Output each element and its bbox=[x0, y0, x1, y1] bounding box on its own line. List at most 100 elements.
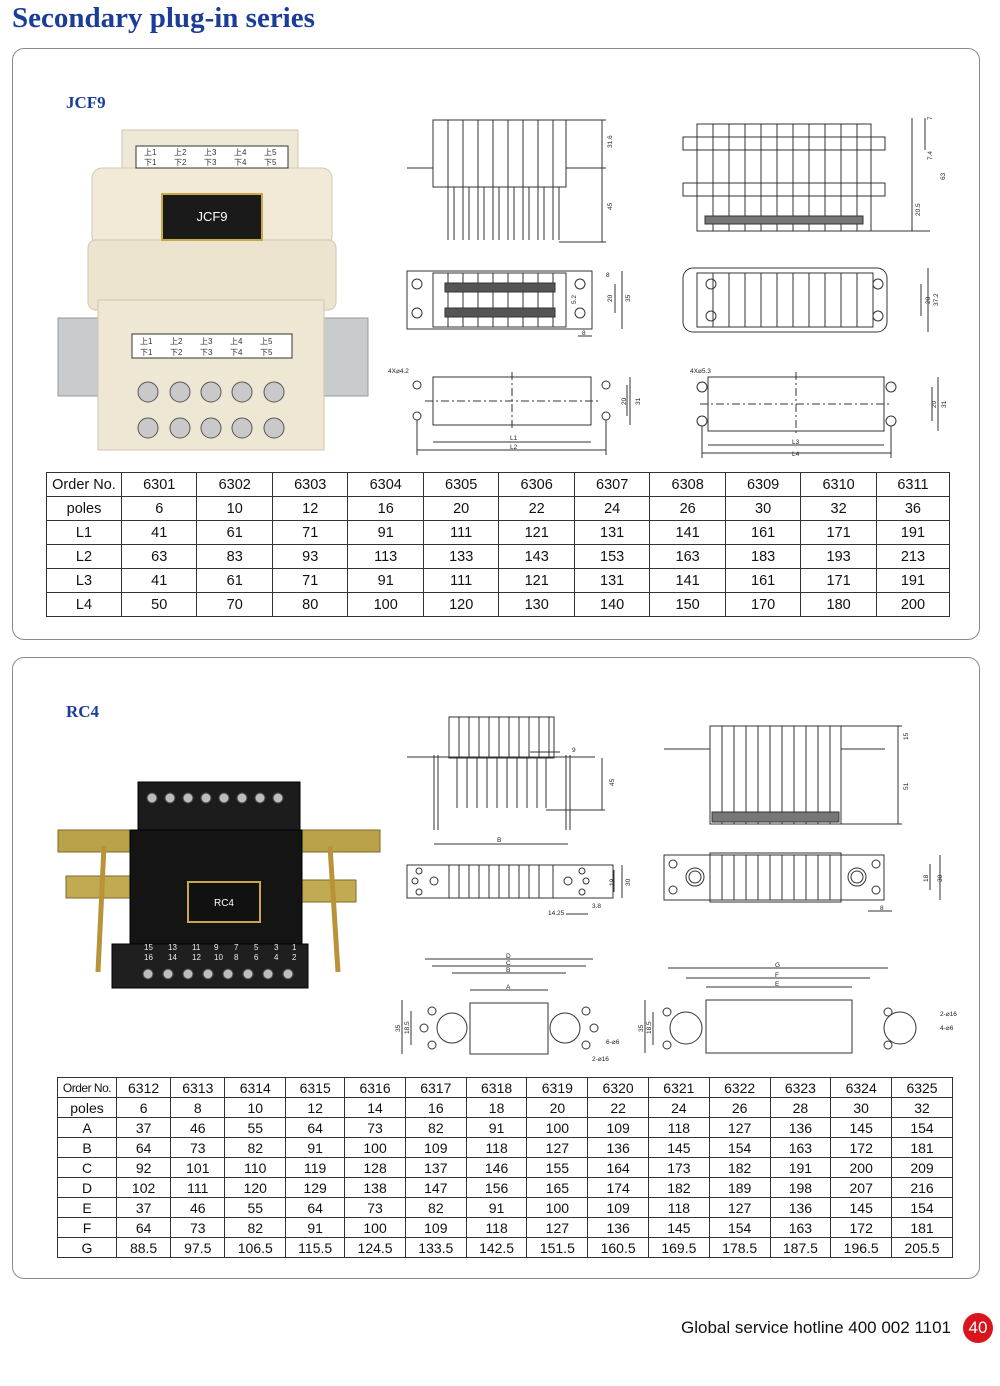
table-cell: 73 bbox=[170, 1217, 226, 1238]
table-cell: 111 bbox=[422, 568, 500, 593]
table-cell: 191 bbox=[769, 1157, 832, 1178]
svg-text:15: 15 bbox=[144, 943, 153, 952]
svg-text:下5: 下5 bbox=[260, 348, 273, 357]
table-cell: 6304 bbox=[347, 472, 424, 497]
table-cell: 6316 bbox=[344, 1077, 406, 1098]
table-cell: 26 bbox=[649, 496, 726, 521]
svg-text:19: 19 bbox=[609, 878, 616, 886]
table-cell: 147 bbox=[404, 1177, 467, 1198]
table-cell: 32 bbox=[800, 496, 877, 521]
table-cell: 127 bbox=[708, 1117, 771, 1138]
table-cell: 129 bbox=[285, 1177, 346, 1198]
table-cell: 145 bbox=[830, 1197, 893, 1218]
svg-text:20: 20 bbox=[621, 397, 628, 405]
table-cell: 118 bbox=[648, 1117, 710, 1138]
table-cell: 128 bbox=[344, 1157, 406, 1178]
svg-text:下5: 下5 bbox=[264, 158, 277, 167]
table-cell: 100 bbox=[344, 1137, 406, 1158]
table-cell: 136 bbox=[587, 1217, 649, 1238]
svg-text:18: 18 bbox=[923, 874, 930, 882]
svg-text:20: 20 bbox=[931, 400, 938, 408]
svg-text:下3: 下3 bbox=[204, 158, 217, 167]
table-cell: 6315 bbox=[285, 1077, 346, 1098]
svg-text:31: 31 bbox=[635, 397, 642, 405]
row-label-cell: L2 bbox=[46, 544, 122, 569]
table-cell: 6319 bbox=[526, 1077, 589, 1098]
svg-text:上1: 上1 bbox=[140, 337, 153, 346]
svg-text:2: 2 bbox=[292, 953, 297, 962]
svg-text:下1: 下1 bbox=[144, 158, 157, 167]
svg-text:31: 31 bbox=[941, 400, 948, 408]
table-cell: 37 bbox=[115, 1117, 172, 1138]
hotline-label: Global service hotline bbox=[681, 1318, 844, 1337]
svg-text:7: 7 bbox=[234, 943, 239, 952]
table-cell: 120 bbox=[422, 592, 500, 617]
table-cell: 141 bbox=[649, 568, 726, 593]
table-cell: 124.5 bbox=[344, 1237, 406, 1258]
table-cell: 28 bbox=[769, 1097, 832, 1118]
row-label-cell: Order No. bbox=[57, 1077, 117, 1098]
svg-text:F: F bbox=[775, 972, 779, 979]
svg-text:11: 11 bbox=[192, 943, 201, 952]
table-cell: 37 bbox=[115, 1197, 172, 1218]
table-cell: 82 bbox=[404, 1197, 467, 1218]
table-cell: 163 bbox=[649, 544, 726, 569]
table-cell: 164 bbox=[587, 1157, 649, 1178]
rc4-heading: RC4 bbox=[66, 702, 100, 721]
table-cell: 73 bbox=[170, 1137, 226, 1158]
jcf9-heading: JCF9 bbox=[66, 93, 106, 112]
table-cell: 137 bbox=[404, 1157, 467, 1178]
svg-text:18.5: 18.5 bbox=[404, 1021, 411, 1034]
jcf9-photo-model: JCF9 bbox=[196, 209, 227, 224]
table-cell: 16 bbox=[404, 1097, 467, 1118]
table-cell: 6312 bbox=[115, 1077, 172, 1098]
table-cell: 178.5 bbox=[708, 1237, 771, 1258]
table-cell: 154 bbox=[708, 1137, 771, 1158]
table-cell: 191 bbox=[875, 520, 951, 545]
rc4-mounting-drawing-1 bbox=[401, 958, 599, 1055]
table-cell: 6306 bbox=[498, 472, 575, 497]
table-cell: 187.5 bbox=[769, 1237, 832, 1258]
table-cell: 209 bbox=[891, 1157, 953, 1178]
table-cell: 18 bbox=[465, 1097, 528, 1118]
table-cell: 193 bbox=[800, 544, 877, 569]
table-cell: 205.5 bbox=[891, 1237, 953, 1258]
table-cell: 153 bbox=[573, 544, 651, 569]
svg-text:45: 45 bbox=[609, 778, 616, 786]
table-cell: 64 bbox=[115, 1137, 172, 1158]
svg-text:上5: 上5 bbox=[264, 148, 277, 157]
table-cell: 41 bbox=[120, 520, 198, 545]
table-cell: 91 bbox=[347, 520, 424, 545]
table-cell: 6310 bbox=[800, 472, 877, 497]
table-cell: 6321 bbox=[648, 1077, 710, 1098]
table-cell: 91 bbox=[285, 1217, 346, 1238]
jcf9-mounting-drawing-2 bbox=[696, 372, 939, 458]
table-cell: 155 bbox=[526, 1157, 589, 1178]
svg-text:7: 7 bbox=[927, 116, 934, 120]
table-cell: 207 bbox=[830, 1177, 893, 1198]
jcf9-top-view-drawing-2 bbox=[682, 267, 929, 333]
table-cell: 6320 bbox=[587, 1077, 649, 1098]
table-cell: 26 bbox=[708, 1097, 771, 1118]
svg-text:下4: 下4 bbox=[230, 348, 243, 357]
table-cell: 180 bbox=[800, 592, 877, 617]
table-cell: 24 bbox=[648, 1097, 710, 1118]
svg-text:C: C bbox=[506, 960, 511, 967]
svg-text:上3: 上3 bbox=[204, 148, 217, 157]
row-label-cell: poles bbox=[46, 496, 122, 521]
svg-text:L3: L3 bbox=[792, 439, 800, 446]
svg-text:4-⌀6: 4-⌀6 bbox=[940, 1025, 954, 1032]
row-label-cell: Order No. bbox=[46, 472, 122, 497]
table-cell: 91 bbox=[347, 568, 424, 593]
table-cell: 10 bbox=[196, 496, 273, 521]
table-cell: 46 bbox=[170, 1117, 226, 1138]
svg-text:5.2: 5.2 bbox=[571, 295, 578, 304]
svg-text:13: 13 bbox=[168, 943, 177, 952]
